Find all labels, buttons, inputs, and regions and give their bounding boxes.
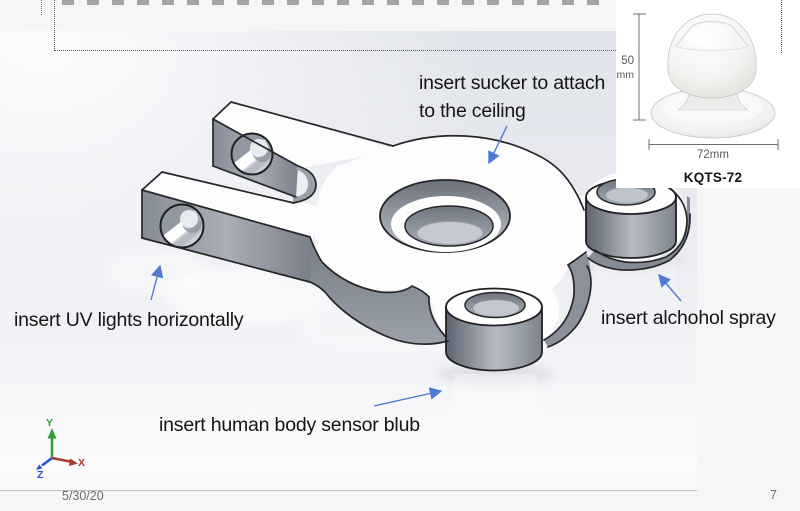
center-counterbore [379,179,511,253]
dimension-width-label: 72mm [697,149,729,161]
annotation-alcohol: insert alchohol spray [601,307,776,329]
annotation-arrows [150,125,682,407]
dimension-height-unit: mm [616,69,635,81]
suction-cup-image [650,13,776,139]
arrow-sucker [488,125,508,165]
uv-hole-lower [151,195,212,254]
arrow-uv [150,264,164,301]
slide-page-number: 7 [770,488,777,502]
clipped-title-text [62,0,608,5]
annotation-sucker-line2: to the ceiling [419,100,526,122]
arrow-alcohol [658,273,682,302]
part-outlines [141,101,691,348]
axis-y-label: Y [46,417,54,429]
spray-boss [585,178,677,259]
uv-hole-upper [223,125,281,182]
axis-x-label: X [78,457,86,469]
orientation-triad [36,428,78,470]
annotation-uv: insert UV lights horizontally [14,309,244,331]
dimension-height-value: 50 [621,55,634,67]
product-model-code: KQTS-72 [683,170,743,185]
axis-z-label: Z [37,469,44,481]
arrow-sensor [373,387,443,407]
dimension-lines [633,13,779,150]
annotation-sensor: insert human body sensor blub [159,414,420,436]
clipped-dotted-border-right [781,0,782,53]
annotation-sucker-line1: insert sucker to attach [419,72,606,94]
sensor-boss [445,287,543,372]
slide-date: 5/30/20 [62,489,104,503]
clipped-dotted-border [41,0,42,15]
annotation-sucker: insert sucker to attach to the ceiling [419,69,605,125]
